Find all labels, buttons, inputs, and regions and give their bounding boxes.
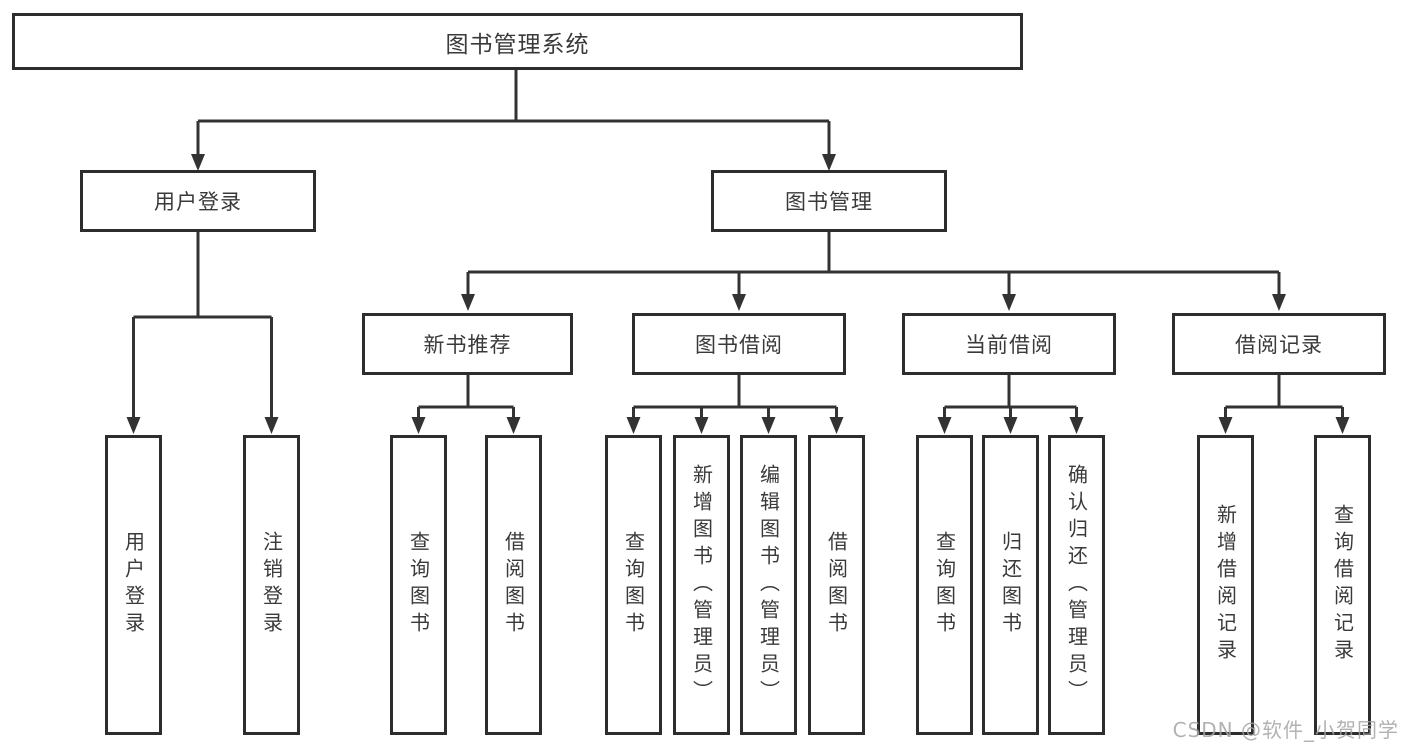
leaf-newbook-query: 查询图书 (390, 435, 447, 735)
leaf-newbook-query-label: 查询图书 (406, 531, 431, 639)
leaf-current-confirm-admin: 确认归还（管理员） (1048, 435, 1105, 735)
node-module-new-book: 新书推荐 (362, 313, 573, 375)
leaf-borrow-book: 借阅图书 (808, 435, 865, 735)
leaf-record-query: 查询借阅记录 (1314, 435, 1371, 735)
leaf-borrow-edit-admin-label: 编辑图书（管理员） (756, 463, 781, 707)
leaf-current-return-label: 归还图书 (998, 531, 1023, 639)
leaf-user-login: 用户登录 (105, 435, 162, 735)
leaf-record-add: 新增借阅记录 (1197, 435, 1254, 735)
node-module-borrow-record: 借阅记录 (1172, 313, 1386, 375)
arrowheads (126, 154, 1350, 434)
leaf-borrow-query: 查询图书 (605, 435, 662, 735)
leaf-borrow-book-label: 借阅图书 (824, 531, 849, 639)
node-module-borrow-record-label: 借阅记录 (1235, 333, 1323, 357)
leaf-borrow-query-label: 查询图书 (621, 531, 646, 639)
node-module-new-book-label: 新书推荐 (423, 333, 512, 357)
node-root: 图书管理系统 (12, 13, 1023, 70)
node-module-book-borrow: 图书借阅 (632, 313, 846, 375)
leaf-current-return: 归还图书 (982, 435, 1039, 735)
node-module-book-borrow-label: 图书借阅 (695, 333, 783, 357)
leaf-newbook-borrow-label: 借阅图书 (501, 531, 526, 639)
node-user-login-label: 用户登录 (154, 190, 242, 214)
node-user-login: 用户登录 (80, 170, 316, 232)
leaf-borrow-edit-admin: 编辑图书（管理员） (740, 435, 797, 735)
node-root-label: 图书管理系统 (445, 31, 590, 58)
leaf-record-add-label: 新增借阅记录 (1213, 504, 1238, 666)
leaf-user-login-label: 用户登录 (121, 531, 146, 639)
leaf-borrow-add-admin: 新增图书（管理员） (673, 435, 730, 735)
leaf-logout: 注销登录 (243, 435, 300, 735)
leaf-borrow-add-admin-label: 新增图书（管理员） (689, 463, 714, 707)
leaf-current-query: 查询图书 (916, 435, 973, 735)
leaf-current-query-label: 查询图书 (932, 531, 957, 639)
node-book-mgmt-label: 图书管理 (785, 190, 873, 214)
node-module-current-borrow-label: 当前借阅 (965, 333, 1053, 357)
node-book-mgmt: 图书管理 (711, 170, 947, 232)
leaf-newbook-borrow: 借阅图书 (485, 435, 542, 735)
leaf-logout-label: 注销登录 (259, 531, 284, 639)
leaf-current-confirm-admin-label: 确认归还（管理员） (1064, 463, 1089, 707)
leaf-record-query-label: 查询借阅记录 (1330, 504, 1355, 666)
node-module-current-borrow: 当前借阅 (902, 313, 1116, 375)
csdn-watermark: CSDN @软件_小贺同学 (1172, 718, 1399, 742)
